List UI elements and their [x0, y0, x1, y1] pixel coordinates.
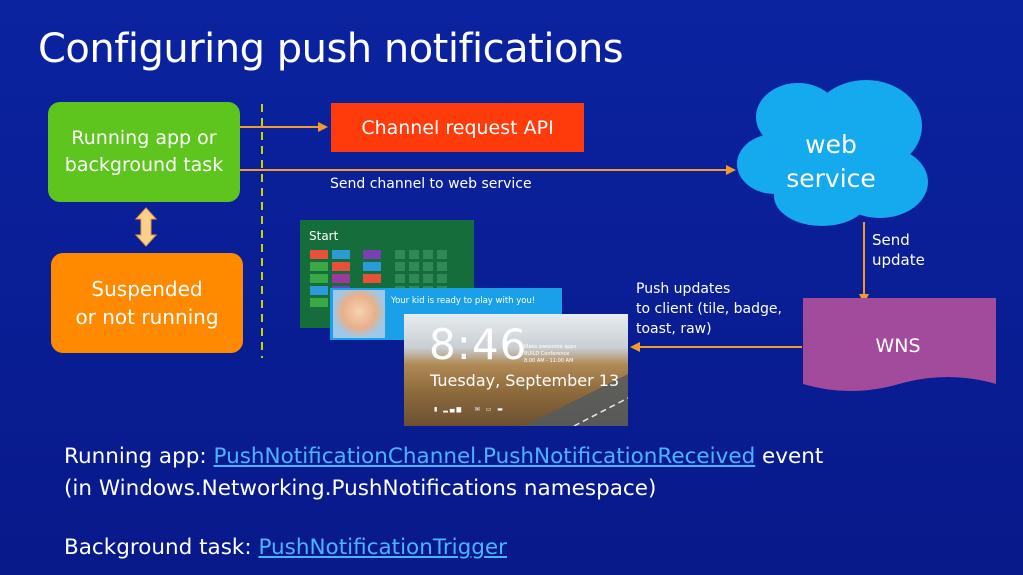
channel-request-api-box: Channel request API: [331, 103, 584, 152]
double-arrow-icon: [134, 207, 158, 247]
start-tile: [409, 274, 419, 283]
suspended-line1: Suspended: [91, 277, 203, 301]
lock-note-line1: Make awesome apps: [524, 344, 577, 350]
running-prefix: Running app:: [64, 444, 214, 469]
lock-status-icons: ▮ ▂▄▆ ✉ ▭ ▬: [434, 406, 505, 413]
web-service-line1: web: [805, 130, 857, 159]
start-tile: [423, 274, 433, 283]
start-label: Start: [309, 229, 339, 243]
start-tile: [310, 262, 328, 271]
start-tile: [437, 262, 447, 271]
start-tile: [395, 250, 405, 259]
start-tile: [437, 250, 447, 259]
start-tile: [423, 250, 433, 259]
cloud-shape: [737, 80, 928, 226]
toast-text: Your kid is ready to play with you!: [391, 296, 536, 306]
suspended-line2: or not running: [75, 305, 219, 329]
start-tile: [409, 250, 419, 259]
start-tile: [395, 262, 405, 271]
running-app-line: Running app: PushNotificationChannel.Pus…: [64, 441, 823, 472]
push-updates-line3: toast, raw): [636, 321, 712, 337]
lock-screen-image: 8:46 Make awesome apps BUILD Conference …: [404, 314, 628, 426]
start-tile: [437, 274, 447, 283]
send-update-line2: update: [872, 251, 925, 269]
web-service-line2: service: [786, 164, 876, 193]
start-tile: [310, 274, 328, 283]
start-tile: [409, 262, 419, 271]
start-tile: [310, 250, 328, 259]
wns-label: WNS: [875, 335, 921, 357]
lock-time: 8:46: [429, 320, 528, 369]
road-graphic: [524, 374, 628, 426]
start-tile: [310, 286, 328, 295]
suspended-box: Suspended or not running: [51, 253, 243, 353]
wns-shape: [803, 298, 996, 391]
start-tile: [363, 262, 381, 271]
running-suffix: event: [755, 444, 824, 469]
lock-notes: Make awesome apps BUILD Conference 8:00 …: [524, 344, 576, 365]
send-channel-label: Send channel to web service: [330, 176, 532, 192]
start-tile: [332, 250, 350, 259]
slide-title: Configuring push notifications: [38, 26, 624, 72]
start-tile: [310, 298, 328, 307]
background-task-line: Background task: PushNotificationTrigger: [64, 532, 507, 563]
background-prefix: Background task:: [64, 535, 259, 560]
start-tile: [423, 262, 433, 271]
push-updates-label: Push updates to client (tile, badge, toa…: [636, 279, 782, 339]
start-tile: [395, 274, 405, 283]
namespace-line: (in Windows.Networking.PushNotifications…: [64, 476, 657, 501]
web-service-label: web service: [765, 128, 897, 196]
send-update-line1: Send: [872, 231, 910, 249]
push-notification-trigger-link[interactable]: PushNotificationTrigger: [258, 535, 507, 560]
lock-note-line2: BUILD Conference: [524, 351, 570, 357]
start-tile: [363, 274, 381, 283]
push-updates-line2: to client (tile, badge,: [636, 301, 782, 317]
send-update-label: Send update: [872, 230, 925, 270]
running-app-box: Running app or background task: [48, 102, 240, 202]
baby-photo: [333, 290, 385, 338]
start-tile: [363, 250, 381, 259]
push-updates-line1: Push updates: [636, 281, 731, 297]
start-tile: [332, 262, 350, 271]
push-notification-received-link[interactable]: PushNotificationChannel.PushNotification…: [213, 444, 756, 469]
lock-note-line3: 8:00 AM - 11:00 AM: [524, 358, 574, 364]
start-tile: [332, 274, 350, 283]
lock-date: Tuesday, September 13: [430, 371, 620, 390]
